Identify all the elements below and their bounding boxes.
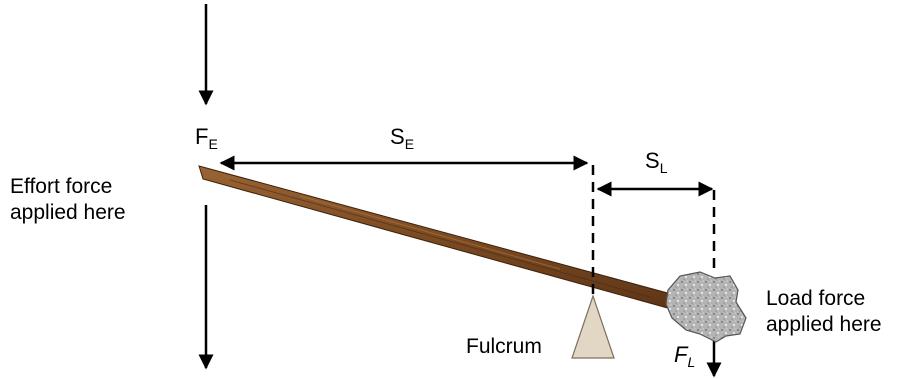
load-note-line1: Load force: [766, 287, 866, 310]
effort-note: Effort force applied here: [10, 174, 126, 226]
load-force-label: FL: [674, 342, 696, 370]
load-note: Load force applied here: [766, 286, 882, 338]
load-note-line2: applied here: [766, 313, 882, 336]
effort-distance-label: SE: [390, 124, 415, 152]
lever-grain: [229, 179, 651, 298]
effort-note-line1: Effort force: [10, 175, 113, 198]
lever-grain: [299, 195, 561, 270]
fulcrum-label: Fulcrum: [466, 335, 542, 358]
effort-force-label: FE: [195, 124, 218, 152]
rock-load: [665, 271, 747, 343]
fulcrum-triangle: [571, 294, 615, 359]
load-distance-label: SL: [645, 148, 668, 176]
effort-note-line2: applied here: [10, 201, 126, 224]
